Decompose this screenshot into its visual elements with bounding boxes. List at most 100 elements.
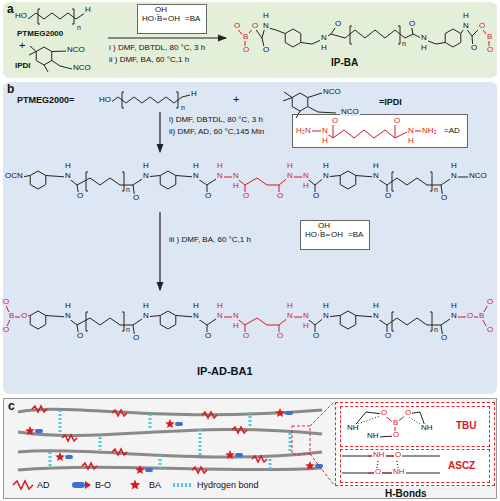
node-ground (292, 114, 468, 148)
bond-line (86, 172, 88, 191)
motif-name: TBU (455, 421, 478, 431)
hydrogen-bond (159, 455, 162, 468)
hydrogen-bond (199, 429, 202, 455)
atom-label: H (142, 162, 150, 170)
reaction-arrow (159, 112, 160, 152)
reagent-box: OHBHOOH=BA (300, 220, 370, 250)
bond-line (122, 312, 124, 331)
bond-line (345, 30, 445, 44)
atom-label: O (440, 334, 448, 342)
ad-segment (82, 463, 97, 469)
node-ground (3, 2, 497, 78)
reagent-box: H₂NNHOONHNH₂=AD (292, 114, 468, 148)
atom-label: O (251, 22, 259, 30)
atom-label: N (142, 312, 150, 320)
legend-text: AD (37, 481, 50, 490)
ad-segment (232, 427, 247, 433)
ba-crosslink (135, 465, 145, 474)
atom-label: O (408, 20, 416, 28)
bond-line (122, 172, 124, 191)
bond-line (284, 92, 292, 98)
atom-label: O (440, 194, 448, 202)
atom-label: O (404, 409, 412, 417)
atom-label: N (320, 34, 328, 42)
atom-label: NH (372, 451, 386, 459)
bond-line (456, 177, 468, 178)
ring-bond (340, 311, 356, 329)
atom-label: N (462, 22, 470, 30)
atom-label: O (380, 409, 388, 417)
atom-label: N (216, 312, 224, 320)
bo-bond (285, 411, 293, 415)
hydrogen-bond (377, 461, 378, 468)
atom-label: O (331, 117, 339, 125)
atom-label: O (204, 332, 212, 340)
atom-label: n (401, 40, 407, 47)
atom-label: O (242, 332, 250, 340)
bond-line (44, 65, 48, 72)
atom-label: O (20, 312, 28, 320)
bond-line (398, 26, 400, 44)
bond-line (86, 312, 88, 331)
atom-label: N (232, 312, 240, 320)
bond-line (356, 176, 453, 186)
ring-bond (292, 93, 308, 111)
atom-label: N (192, 172, 200, 180)
atom-label: N (286, 312, 294, 320)
atom-label: O (374, 468, 382, 476)
atom-label: H (462, 12, 470, 20)
atom-label: N (407, 127, 415, 135)
atom-label: O (132, 194, 140, 202)
atom-label: O (76, 332, 84, 340)
atom-label: O (384, 332, 392, 340)
atom-label: H₂N (295, 127, 312, 135)
compound-name: =IPDI (378, 98, 403, 107)
atom-label: B (392, 419, 399, 427)
condition-text: ii ) DMF, BA, 60 °C,1 h (108, 56, 190, 64)
atom-label: H (302, 322, 310, 330)
atom-label: N (372, 312, 380, 320)
atom-label: N (321, 127, 329, 135)
condition-text: iii ) DMF, BA, 60 °C,1 h (168, 236, 252, 244)
node-ground (3, 82, 497, 394)
zoom-frame (292, 426, 310, 454)
atom-label: OH (330, 231, 344, 239)
bond-line (38, 9, 40, 24)
atom-label: H (190, 90, 198, 98)
hydrogen-bond (269, 459, 272, 469)
atom-label: NCO (72, 64, 92, 72)
atom-label: H (216, 162, 224, 170)
atom-label: n (125, 326, 131, 333)
atom-label: O (466, 312, 474, 320)
atom-label: O (393, 117, 401, 125)
panel-letter: c (7, 400, 16, 412)
atom-label: N (302, 312, 310, 320)
legend-item: B-O (70, 479, 111, 491)
atom-label: =BA (347, 231, 364, 239)
hydrogen-bond (289, 433, 292, 453)
atom-label: N (216, 172, 224, 180)
bond-line (308, 93, 322, 98)
atom-label: NH (392, 468, 406, 476)
ring-bond (285, 29, 301, 47)
ad-segment (112, 449, 127, 455)
ad-segment (62, 435, 77, 441)
atom-label: B (486, 33, 493, 41)
bond-line (104, 95, 190, 103)
atom-label: OCN (4, 172, 24, 180)
bond-line (342, 456, 440, 457)
atom-label: O (132, 334, 140, 342)
atom-label: NCO (468, 172, 488, 180)
atom-label: OH (154, 6, 168, 14)
ad-segment (252, 456, 267, 462)
legend-text: B-O (95, 481, 111, 490)
ba-crosslink (25, 426, 35, 435)
ring-bond (30, 171, 46, 189)
atom-label: N (286, 172, 294, 180)
atom-label: N (142, 172, 150, 180)
atom-label: H (262, 12, 270, 20)
atom-label: O (76, 192, 84, 200)
atom-label: H (84, 6, 92, 14)
condition-text: i ) DMF, DBTDL, 80 °C, 3 h (108, 44, 206, 52)
node-ground (3, 398, 497, 499)
